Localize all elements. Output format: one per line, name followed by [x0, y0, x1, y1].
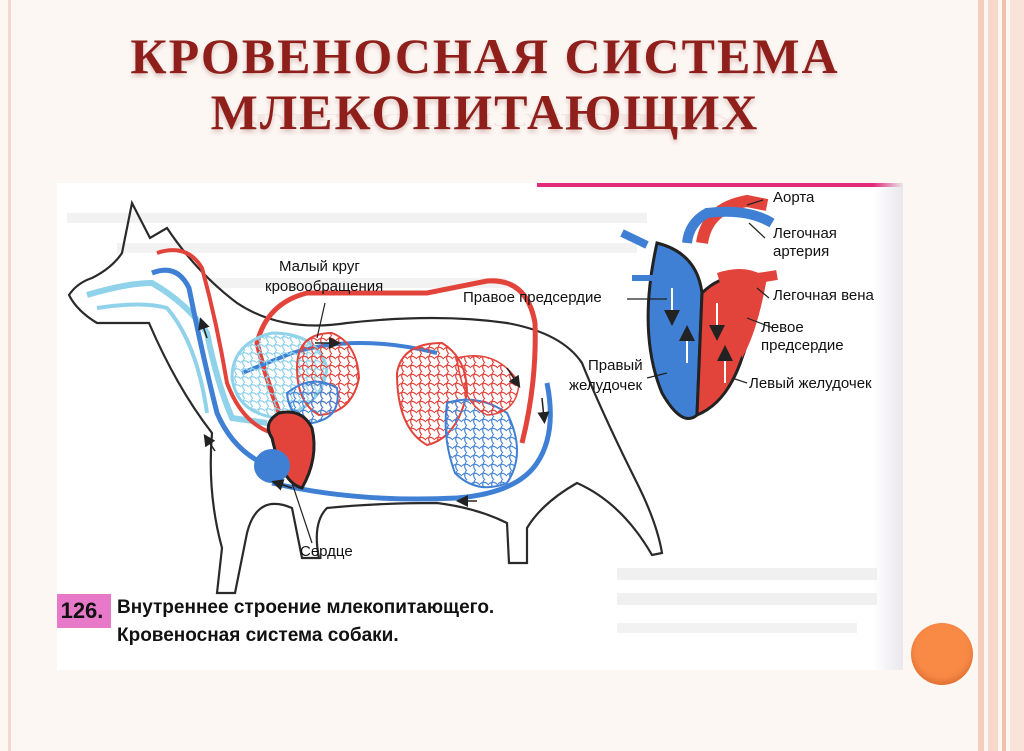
label-pulmonary-vein: Легочная вена [773, 287, 874, 304]
bleed-through-text [67, 213, 877, 633]
figure-number: 126. [57, 594, 111, 628]
circulatory-diagram [67, 194, 877, 633]
orange-bullet-circle [911, 623, 973, 685]
label-right-ventricle-2: желудочек [569, 377, 643, 394]
dog-heart [266, 410, 316, 490]
label-small-circle-1: Малый круг [279, 258, 360, 275]
label-right-atrium: Правое предсердие [463, 289, 602, 306]
figure-caption: Внутреннее строение млекопитающего. Кров… [117, 594, 677, 650]
label-pulmonary-artery-2: артерия [773, 243, 830, 260]
dog-outline [67, 199, 664, 595]
label-heart: Сердце [300, 543, 353, 560]
title-line-1: КРОВЕНОСНАЯ СИСТЕМА [130, 28, 840, 84]
left-decor-rule [8, 0, 11, 751]
heart-diagram [620, 194, 778, 420]
textbook-figure: Малый круг кровообращения Сердце Аорта Л… [57, 183, 903, 670]
title-reflection: МЛЕКОПИТАЮЩИХ [223, 110, 747, 130]
label-aorta: Аорта [773, 189, 815, 206]
right-decor-bands [978, 0, 1024, 751]
page-curl-shadow [873, 183, 903, 670]
title-line-2: МЛЕКОПИТАЮЩИХ [210, 84, 760, 140]
caption-line-1: Внутреннее строение млекопитающего. [117, 597, 495, 618]
figure-top-rule [537, 183, 903, 187]
label-left-atrium-2: предсердие [761, 337, 844, 354]
label-right-ventricle-1: Правый [588, 357, 643, 374]
caption-line-2: Кровеносная система собаки. [117, 625, 399, 646]
label-left-atrium-1: Левое [761, 319, 804, 336]
label-pulmonary-artery-1: Легочная [773, 225, 837, 242]
label-small-circle-2: кровообращения [265, 278, 384, 295]
slide-title: КРОВЕНОСНАЯ СИСТЕМА МЛЕКОПИТАЮЩИХ [60, 28, 910, 140]
label-left-ventricle: Левый желудочек [749, 375, 872, 392]
